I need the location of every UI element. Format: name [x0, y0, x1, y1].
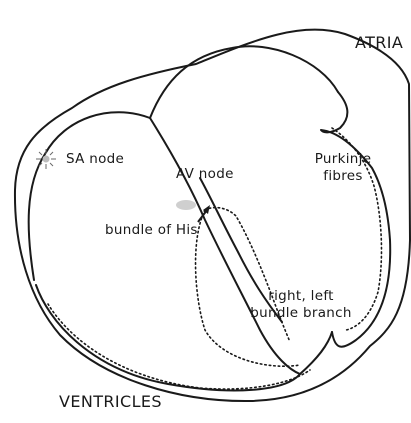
bundle-branch-label: right, left bundle branch [245, 288, 357, 322]
sa-node-marker [36, 149, 56, 169]
atrial-wall-left [29, 112, 150, 280]
atrial-wall-upper [150, 46, 338, 118]
sa-node-label: SA node [66, 151, 124, 168]
av-node-marker [176, 200, 196, 210]
av-node-label: AV node [176, 166, 234, 183]
bundle-branch-line2: bundle branch [245, 305, 357, 322]
purkinje-line2: fibres [312, 168, 374, 185]
ventricles-label: VENTRICLES [59, 393, 162, 410]
outer-heart-wall [15, 30, 410, 401]
bundle-of-his-label: bundle of His [105, 222, 198, 239]
septum-line-left [150, 118, 300, 374]
purkinje-line1: Purkinje [312, 151, 374, 168]
purkinje-fibres-label: Purkinje fibres [312, 151, 374, 185]
atria-label: ATRIA [355, 34, 403, 51]
bundle-branch-line1: right, left [245, 288, 357, 305]
